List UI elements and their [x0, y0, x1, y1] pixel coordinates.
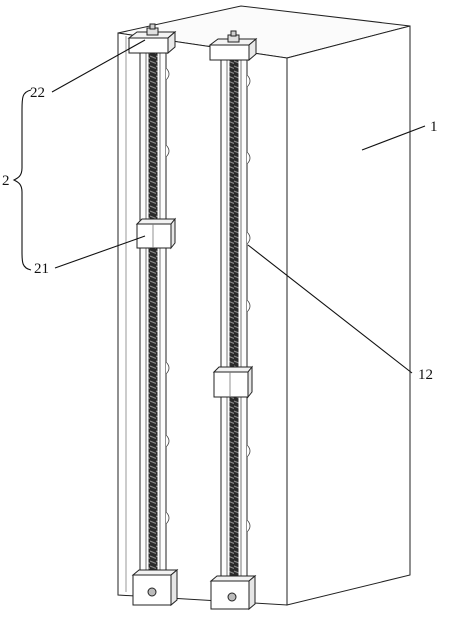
label-end-cap: 22 — [30, 85, 45, 101]
left-slider-block — [135, 217, 177, 250]
right-bottom-end-cap — [209, 574, 257, 611]
right-lead-screw — [229, 56, 239, 586]
left-bottom-end-cap — [131, 568, 179, 607]
label-guide-rail: 12 — [418, 367, 433, 383]
leader-lines — [12, 39, 426, 374]
leader-line-22 — [51, 39, 146, 93]
right-rail-assembly — [208, 30, 258, 611]
right-top-end-cap — [208, 30, 258, 62]
leader-line-21 — [54, 235, 146, 269]
label-main-body: 1 — [430, 119, 438, 135]
left-rail-assembly — [127, 23, 179, 607]
leader-line-1 — [361, 125, 426, 151]
label-slider: 21 — [34, 261, 49, 277]
right-slider-block — [212, 365, 254, 399]
right-roller-bumps — [246, 74, 251, 533]
label-assembly: 2 — [2, 173, 10, 189]
assembly-brace — [12, 89, 32, 271]
leader-line-12 — [247, 244, 413, 374]
left-top-end-cap — [127, 23, 177, 55]
box-side-face — [286, 25, 411, 606]
left-lead-screw — [148, 50, 158, 580]
